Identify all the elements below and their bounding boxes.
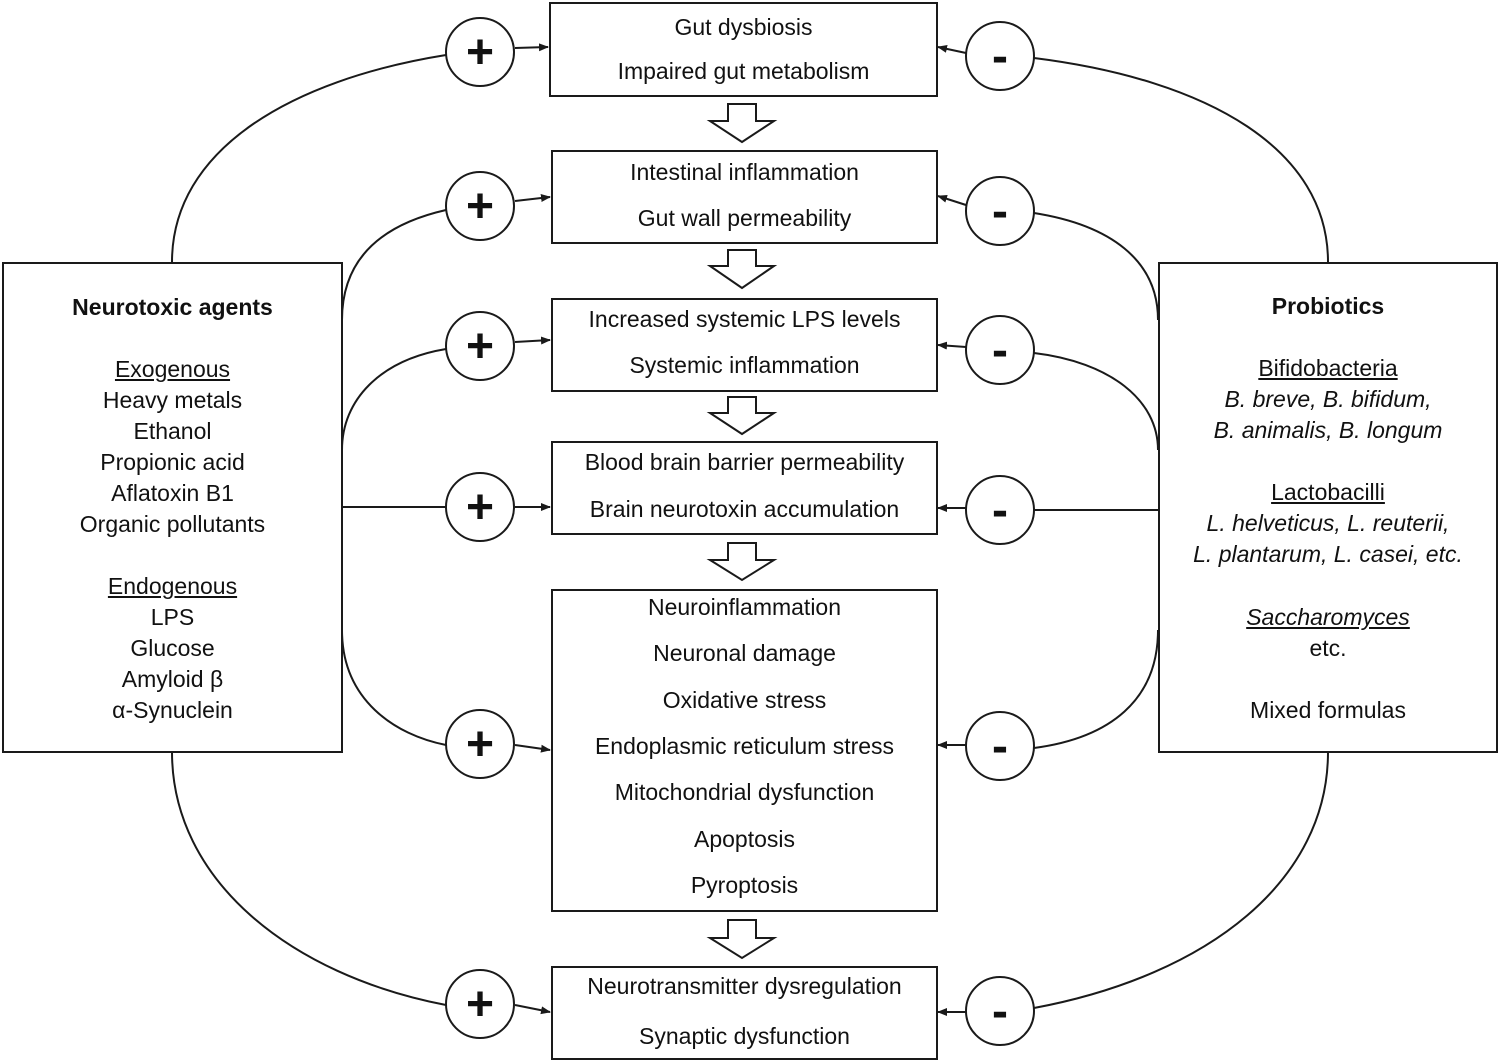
probiotics-title: Probiotics <box>1271 293 1385 319</box>
minus-arrow-1 <box>937 44 967 54</box>
left-connector-5 <box>341 629 447 746</box>
plus-circle-5 <box>445 709 515 779</box>
right-connector-1 <box>1033 57 1329 263</box>
plus-circle-3 <box>445 311 515 381</box>
endogenous-item-3: Amyloid β <box>121 666 224 692</box>
left-connector-6 <box>171 751 447 1006</box>
neurotransmitter-dysregulation-text: Neurotransmitter dysregulation <box>587 973 902 999</box>
plus-arrow-2 <box>514 194 551 202</box>
gut-dysbiosis-text: Gut dysbiosis <box>674 14 813 40</box>
plus-sign-6: + <box>466 978 494 1031</box>
plus-arrow-3 <box>514 336 551 345</box>
blood-brain-barrier-box: Blood brain barrier permeability Brain n… <box>551 441 938 535</box>
probiotics-box: Probiotics Bifidobacteria B. breve, B. b… <box>1158 262 1498 753</box>
minus-circle-1 <box>965 21 1035 91</box>
down-arrow-5 <box>706 919 778 960</box>
saccharomyces-heading: Saccharomyces <box>1246 604 1410 630</box>
minus-arrow-2 <box>937 194 967 206</box>
down-arrow-1 <box>706 103 778 144</box>
exogenous-heading: Exogenous <box>114 356 231 382</box>
neuroinflammation-text: Neuroinflammation <box>647 594 842 620</box>
lacto-species-line-1: L. helveticus, L. reuterii, <box>1206 510 1450 536</box>
minus-circle-6 <box>965 976 1035 1046</box>
brain-neurotoxin-accumulation-text: Brain neurotoxin accumulation <box>589 496 900 522</box>
left-connector-3 <box>341 348 447 451</box>
plus-circle-2 <box>445 171 515 241</box>
lacto-species-line-2: L. plantarum, L. casei, etc. <box>1193 541 1463 567</box>
synaptic-dysfunction-text: Synaptic dysfunction <box>639 1023 850 1049</box>
minus-sign-3: - <box>992 324 1008 377</box>
right-connector-6 <box>1033 751 1329 1009</box>
down-arrow-2 <box>706 249 778 290</box>
saccharomyces-etc: etc. <box>1309 635 1347 661</box>
systemic-inflammation-text: Systemic inflammation <box>629 352 860 378</box>
left-connector-2 <box>341 209 447 321</box>
er-stress-text: Endoplasmic reticulum stress <box>594 732 895 759</box>
systemic-lps-box: Increased systemic LPS levels Systemic i… <box>551 298 938 392</box>
endogenous-item-1: LPS <box>150 604 195 630</box>
mixed-formulas-text: Mixed formulas <box>1250 697 1406 723</box>
increased-systemic-lps-text: Increased systemic LPS levels <box>588 306 901 332</box>
plus-circle-6 <box>445 969 515 1039</box>
bifido-species-line-1: B. breve, B. bifidum, <box>1224 386 1432 412</box>
neurotoxic-agents-title: Neurotoxic agents <box>72 294 273 320</box>
exogenous-item-5: Organic pollutants <box>79 511 266 537</box>
bifido-species-line-2: B. animalis, B. longum <box>1213 417 1443 443</box>
left-connector-1 <box>171 54 447 263</box>
lactobacilli-heading: Lactobacilli <box>1271 479 1385 505</box>
exogenous-item-2: Ethanol <box>133 418 212 444</box>
plus-sign-4: + <box>466 481 494 534</box>
minus-circle-4 <box>965 475 1035 545</box>
minus-sign-6: - <box>992 985 1008 1038</box>
minus-sign-1: - <box>992 30 1008 83</box>
endogenous-heading: Endogenous <box>107 573 238 599</box>
plus-circles <box>445 17 515 1039</box>
bifidobacteria-heading: Bifidobacteria <box>1258 355 1398 381</box>
down-arrow-4 <box>706 542 778 582</box>
neuronal-damage-text: Neuronal damage <box>653 640 836 667</box>
minus-sign-5: - <box>992 720 1008 773</box>
endogenous-item-4: α-Synuclein <box>112 697 233 723</box>
impaired-gut-metabolism-text: Impaired gut metabolism <box>617 58 870 84</box>
right-connector-2 <box>1033 212 1159 321</box>
mitochondrial-dysfunction-text: Mitochondrial dysfunction <box>614 779 875 806</box>
minus-circle-5 <box>965 711 1035 781</box>
plus-sign-2: + <box>466 180 494 233</box>
intestinal-inflammation-text: Intestinal inflammation <box>630 159 859 185</box>
plus-sign-3: + <box>466 320 494 373</box>
pyroptosis-text: Pyroptosis <box>690 871 799 898</box>
plus-arrow-5 <box>514 744 551 753</box>
oxidative-stress-text: Oxidative stress <box>662 686 827 713</box>
minus-sign-2: - <box>992 185 1008 238</box>
right-connector-3 <box>1033 352 1159 451</box>
plus-sign-5: + <box>466 718 494 771</box>
minus-circle-3 <box>965 315 1035 385</box>
exogenous-item-1: Heavy metals <box>102 387 243 413</box>
gut-dysbiosis-box: Gut dysbiosis Impaired gut metabolism <box>549 2 938 97</box>
neuroinflammation-box: Neuroinflammation Neuronal damage Oxidat… <box>551 589 938 912</box>
right-connector-5 <box>1033 629 1159 749</box>
bbb-permeability-text: Blood brain barrier permeability <box>584 449 905 475</box>
apoptosis-text: Apoptosis <box>693 825 795 852</box>
neurotoxic-agents-box: Neurotoxic agents Exogenous Heavy metals… <box>2 262 343 753</box>
plus-arrow-6 <box>514 1004 551 1015</box>
minus-arrow-3 <box>937 341 967 350</box>
minus-sign-4: - <box>992 484 1008 537</box>
plus-sign-1: + <box>466 26 494 79</box>
plus-circle-1 <box>445 17 515 87</box>
plus-arrow-1 <box>514 43 549 52</box>
minus-circle-2 <box>965 176 1035 246</box>
plus-circle-4 <box>445 472 515 542</box>
gut-wall-permeability-text: Gut wall permeability <box>637 205 852 231</box>
intestinal-inflammation-box: Intestinal inflammation Gut wall permeab… <box>551 150 938 244</box>
neurotransmitter-box: Neurotransmitter dysregulation Synaptic … <box>551 966 938 1060</box>
exogenous-item-4: Aflatoxin B1 <box>111 480 234 506</box>
down-arrow-3 <box>706 396 778 436</box>
endogenous-item-2: Glucose <box>130 635 215 661</box>
exogenous-item-3: Propionic acid <box>100 449 245 475</box>
